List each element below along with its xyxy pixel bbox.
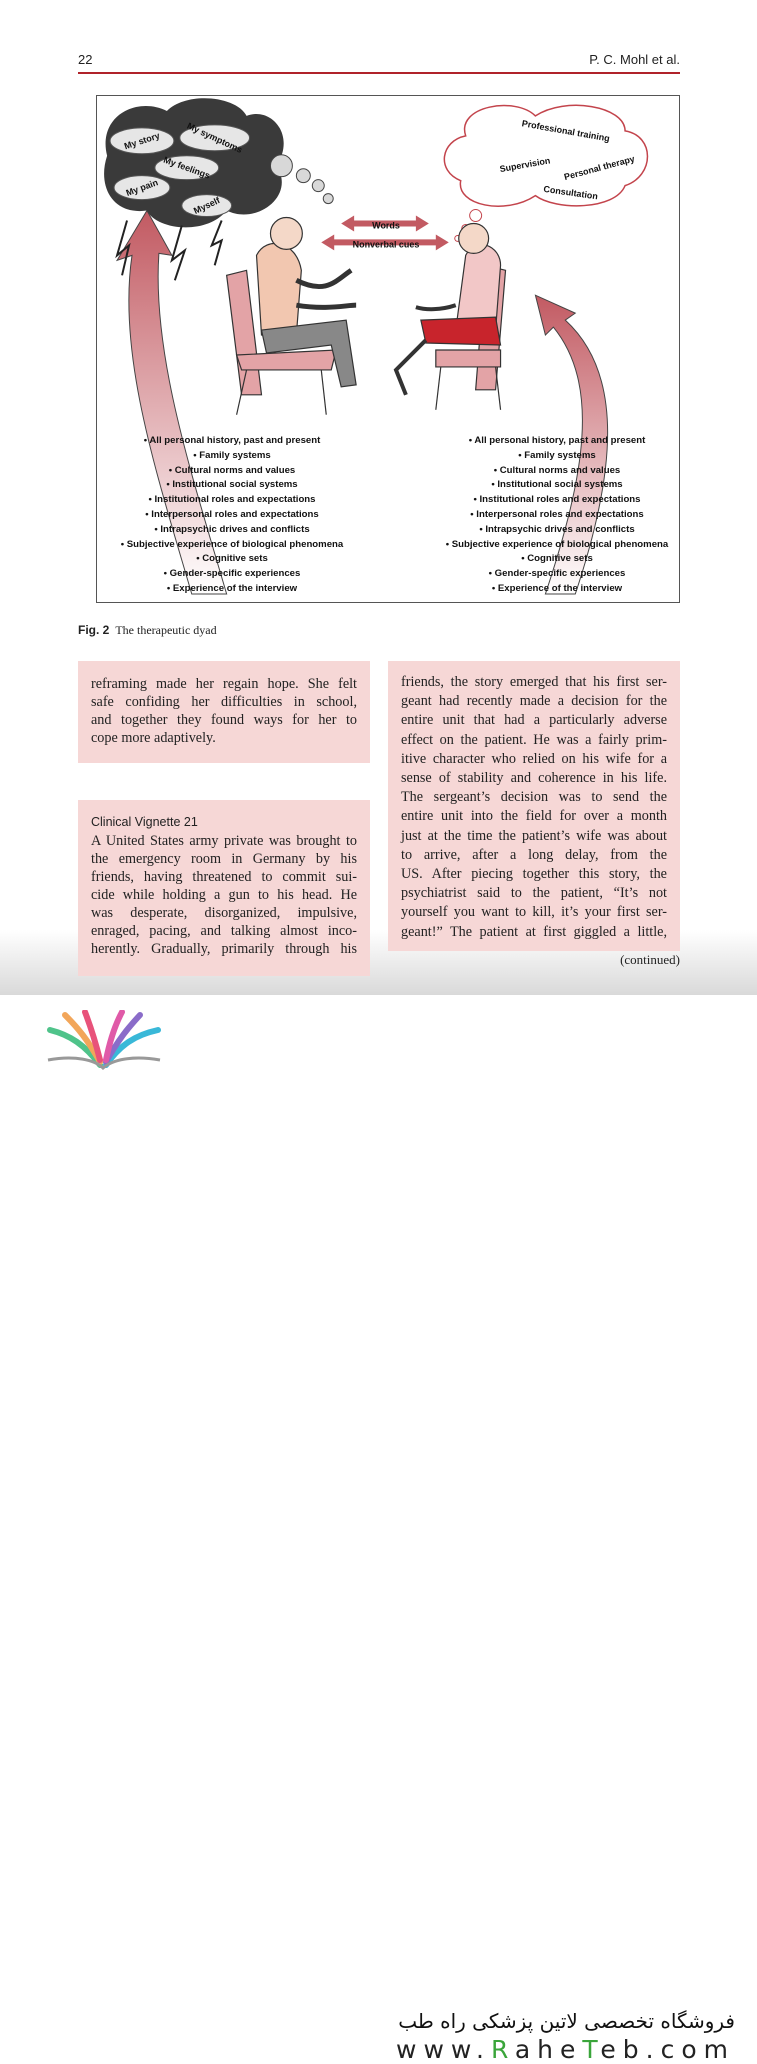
text-line: reframing made her regain hope. She felt — [91, 676, 357, 692]
text-line: cope more adaptively. — [91, 730, 216, 746]
words-arrow — [341, 215, 429, 232]
url-part: R — [491, 2035, 515, 2064]
list-item: • All personal history, past and present — [143, 435, 321, 446]
list-item: • Interpersonal roles and expectations — [470, 508, 644, 520]
text-line: herently. Gradually, primarily through h… — [91, 941, 357, 957]
list-item: • Intrapsychic drives and conflicts — [479, 523, 635, 535]
vignette-heading: Clinical Vignette 21 — [91, 815, 198, 829]
list-item: • Institutional social systems — [166, 479, 298, 491]
list-item: • Interpersonal roles and expectations — [145, 508, 319, 520]
page-number: 22 — [78, 52, 93, 67]
lightning-icon — [115, 220, 131, 276]
text-line: to arrive, after a long delay, from the — [401, 846, 667, 863]
list-item: • Institutional roles and expectations — [148, 494, 316, 506]
caption-label: Fig. 2 — [78, 623, 110, 637]
nonverbal-label: Nonverbal cues — [353, 239, 420, 249]
text-line: A United States army private was brought… — [91, 833, 357, 849]
list-item: • Gender-specific experiences — [488, 568, 626, 580]
text-line: was desperate, disorganized, impulsive, — [91, 905, 357, 921]
patient-figure — [225, 216, 357, 415]
text-line: itive character who relied on his wife f… — [401, 750, 667, 767]
text-line: safe confiding her difficulties in schoo… — [91, 694, 357, 710]
text-line: geant!” The patient at first giggled a l… — [401, 923, 667, 940]
nonverbal-arrow — [321, 234, 449, 251]
url-part: www. — [396, 2035, 491, 2064]
text-line: yourself you want to kill, it’s your fir… — [401, 904, 667, 921]
text-line: sense of stability and coherence in his … — [401, 770, 667, 787]
url-part: ahe — [514, 2035, 583, 2064]
clinical-vignette-21-box: Clinical Vignette 21 A United States arm… — [78, 800, 370, 976]
list-item: • Intrapsychic drives and conflicts — [154, 523, 310, 535]
left-influence-arrow — [115, 209, 228, 595]
therapist-influences-list: • All personal history, past and present… — [422, 434, 692, 597]
list-item: • Subjective experience of biological ph… — [120, 538, 344, 550]
lightning-icon — [209, 220, 224, 266]
list-item: • Institutional social systems — [491, 479, 623, 491]
running-header-author: P. C. Mohl et al. — [589, 52, 680, 67]
text-line: entire unit that had a particularly adve… — [401, 712, 667, 729]
figure-therapeutic-dyad: My story My symptoms My feelings My pain… — [96, 95, 680, 603]
figure-caption: Fig. 2 The therapeutic dyad — [78, 623, 217, 638]
list-item: • Cognitive sets — [521, 553, 593, 565]
text-line: and together they found ways for her to — [91, 712, 357, 728]
list-item: • Cultural norms and values — [168, 464, 296, 476]
figure-illustration: My story My symptoms My feelings My pain… — [104, 98, 649, 595]
text-line: cide while holding a gun to his head. He — [91, 887, 357, 903]
text-line: enraged, pacing, and talking almost inco… — [91, 923, 357, 939]
text-line: entire unit into the field for over a mo… — [401, 808, 667, 825]
list-item: • All personal history, past and present — [468, 435, 646, 446]
list-item: • Subjective experience of biological ph… — [445, 538, 669, 550]
url-part: T — [582, 2035, 601, 2064]
list-item: • Experience of the interview — [166, 582, 298, 594]
right-influence-arrow — [534, 294, 609, 595]
text-line: effect on the patient. He was a fairly p… — [401, 731, 667, 748]
continued-label: (continued) — [620, 952, 680, 967]
watermark-footer: فروشگاه تخصصی لاتین پزشکی راه طب www.Rah… — [0, 995, 757, 2064]
list-item: • Gender-specific experiences — [163, 568, 301, 580]
text-line: just at the time the patient’s wife was … — [401, 827, 667, 844]
list-item: • Family systems — [518, 449, 596, 461]
list-item: • Family systems — [193, 449, 271, 461]
text-line: geant had recently made a decision for t… — [401, 693, 667, 710]
book-logo-icon — [47, 1010, 161, 1070]
text-line: friends, having threatened to commit sui… — [91, 869, 357, 885]
url-part: eb.com — [600, 2035, 735, 2064]
text-line: the emergency room in Germany by his — [91, 851, 357, 867]
store-name-persian: فروشگاه تخصصی لاتین پزشکی راه طب — [398, 2009, 735, 2033]
header-rule — [78, 72, 680, 74]
caption-text: The therapeutic dyad — [115, 623, 217, 637]
patient-influences-list: • All personal history, past and present… — [97, 434, 367, 597]
words-label: Words — [372, 220, 400, 230]
text-line: friends, the story emerged that his firs… — [401, 674, 667, 690]
vignette-continuation-box: reframing made her regain hope. She felt… — [78, 661, 370, 763]
list-item: • Experience of the interview — [491, 582, 623, 594]
thought-bubbles — [269, 154, 334, 205]
store-url: www.RaheTeb.com — [396, 2035, 735, 2064]
lightning-icon — [170, 225, 187, 281]
text-line: US. After piecing together this story, t… — [401, 866, 667, 883]
list-item: • Cultural norms and values — [493, 464, 621, 476]
list-item: • Institutional roles and expectations — [473, 494, 641, 506]
therapist-figure — [393, 222, 507, 410]
clinical-vignette-21-continued-box: friends, the story emerged that his firs… — [388, 661, 680, 951]
text-line: psychiatrist said to the patient, “It’s … — [401, 885, 667, 902]
therapist-cloud — [443, 104, 649, 207]
text-line: The sergeant’s decision was to send the — [401, 789, 667, 806]
list-item: • Cognitive sets — [196, 553, 268, 565]
